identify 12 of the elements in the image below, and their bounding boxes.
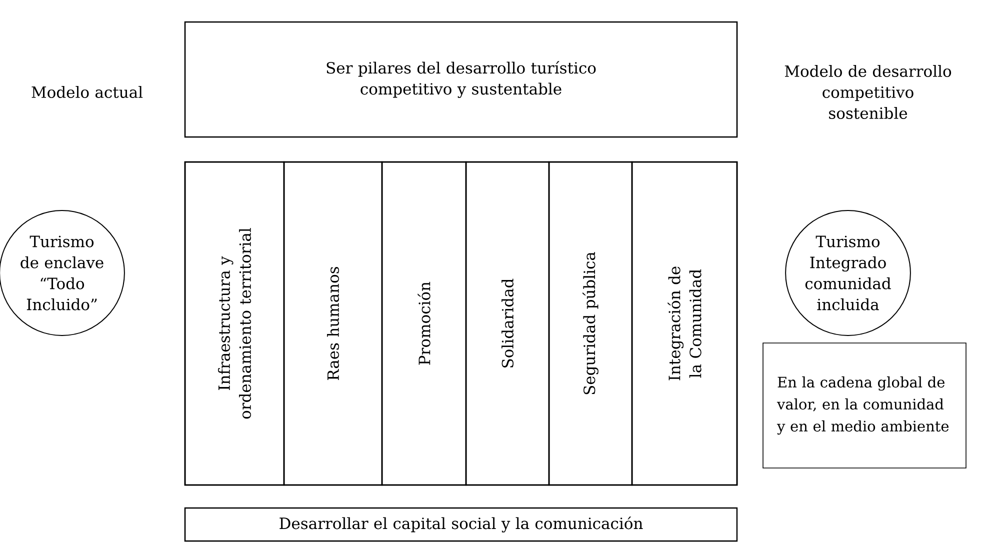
text-box: Ser pilares del desarrollo turístico competitivo y sustentable [184,21,738,138]
pillar-column: Infraestructura y ordenamiento territorial [184,161,285,486]
circle-node: Turismo Integrado comunidad incluida [785,210,911,336]
pillar-column: Promoción [381,161,467,486]
note-box: En la cadena global de valor, en la comunidad y en el medio ambiente [762,342,966,468]
pillar-column: Seguridad pública [548,161,633,486]
pillar-column: Raes humanos [283,161,383,486]
side-label: Modelo actual [32,86,143,98]
pillar-column: Integración de la Comunidad [631,161,738,486]
text-box: Desarrollar el capital social y la comunicación [184,507,738,542]
side-label: Modelo de desarrollo competitivo sostenible [784,65,952,119]
pillar-column: Solidaridad [465,161,550,486]
